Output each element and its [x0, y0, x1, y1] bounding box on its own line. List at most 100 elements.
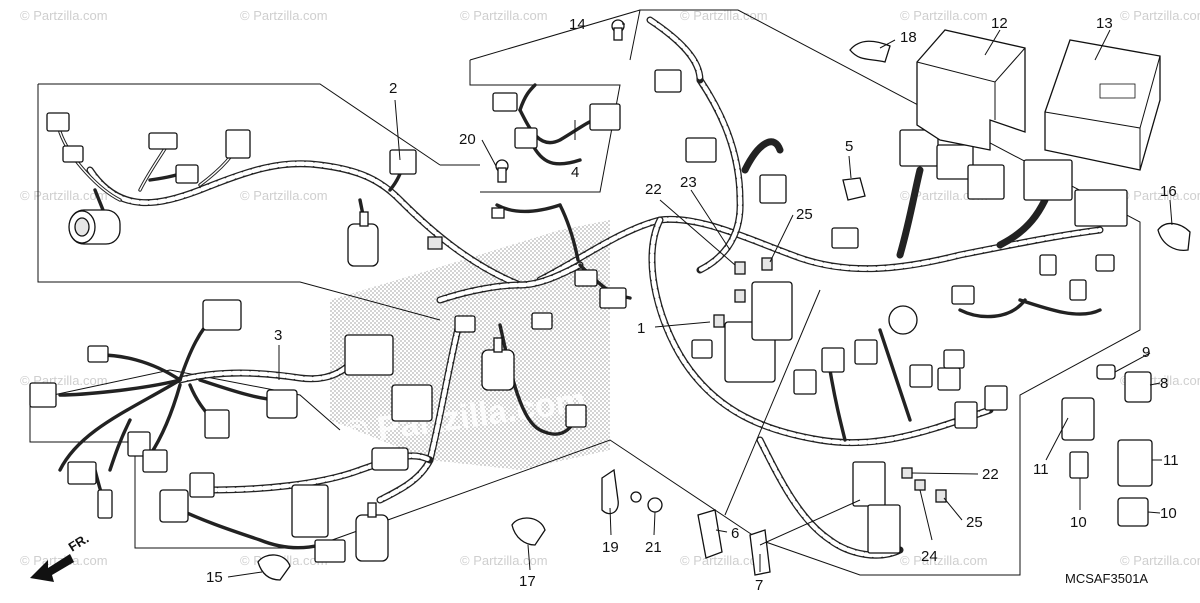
connector[interactable] — [954, 401, 978, 429]
connector[interactable] — [159, 489, 189, 523]
subharness-2[interactable] — [46, 112, 524, 289]
part-9[interactable] — [1096, 364, 1116, 380]
callout-8[interactable]: 8 — [1160, 375, 1168, 392]
callout-6[interactable]: 6 — [731, 525, 739, 542]
relay-10b[interactable] — [1117, 497, 1149, 527]
connector[interactable] — [951, 285, 975, 305]
connector[interactable] — [909, 364, 933, 388]
band-18[interactable] — [849, 40, 891, 63]
main-harness[interactable] — [536, 16, 1128, 559]
connector[interactable] — [175, 164, 199, 184]
condenser[interactable] — [481, 337, 515, 391]
callout-10[interactable]: 10 — [1160, 505, 1177, 522]
callout-15[interactable]: 15 — [206, 569, 223, 586]
connector[interactable] — [654, 69, 682, 93]
grommet-5[interactable] — [842, 177, 866, 201]
callout-9[interactable]: 9 — [1142, 344, 1150, 361]
connector[interactable] — [371, 447, 409, 471]
callout-25[interactable]: 25 — [966, 514, 983, 531]
connector[interactable] — [984, 385, 1008, 411]
connector[interactable] — [148, 132, 178, 150]
bolt-21[interactable] — [647, 497, 663, 513]
callout-12[interactable]: 12 — [991, 15, 1008, 32]
connector[interactable] — [225, 129, 251, 159]
connector[interactable] — [391, 384, 433, 422]
callout-4[interactable]: 4 — [571, 164, 579, 181]
sensor[interactable] — [888, 305, 918, 335]
connector[interactable] — [599, 287, 627, 309]
connector[interactable] — [793, 369, 817, 395]
center-harness[interactable] — [159, 203, 632, 563]
callout-3[interactable]: 3 — [274, 327, 282, 344]
fuse[interactable] — [734, 289, 746, 303]
connector[interactable] — [492, 92, 518, 112]
connector[interactable] — [97, 489, 113, 519]
connector[interactable] — [831, 227, 859, 249]
connector[interactable] — [202, 299, 242, 331]
callout-13[interactable]: 13 — [1096, 15, 1113, 32]
connector[interactable] — [852, 461, 886, 507]
connector[interactable] — [454, 315, 476, 333]
condenser[interactable] — [347, 211, 379, 267]
connector[interactable] — [565, 404, 587, 428]
connector[interactable] — [531, 312, 553, 330]
connector[interactable] — [589, 103, 621, 131]
fuse[interactable] — [761, 257, 773, 271]
callout-19[interactable]: 19 — [602, 539, 619, 556]
connector[interactable] — [389, 149, 417, 175]
callout-11[interactable]: 11 — [1163, 452, 1179, 469]
callout-22[interactable]: 22 — [982, 466, 999, 483]
connector[interactable] — [189, 472, 215, 498]
callout-23[interactable]: 23 — [680, 174, 697, 191]
condenser[interactable] — [355, 502, 389, 562]
connector[interactable] — [1095, 254, 1115, 272]
callout-2[interactable]: 2 — [389, 80, 397, 97]
callout-17[interactable]: 17 — [519, 573, 536, 590]
horn-socket[interactable] — [68, 209, 121, 245]
connector[interactable] — [936, 144, 974, 180]
callout-22[interactable]: 22 — [645, 181, 662, 198]
band-16[interactable] — [1157, 222, 1191, 251]
callout-11[interactable]: 11 — [1033, 461, 1049, 478]
connector[interactable] — [314, 539, 346, 563]
clip-19[interactable] — [601, 468, 619, 515]
fuse[interactable] — [734, 261, 746, 275]
callout-21[interactable]: 21 — [645, 539, 662, 556]
fuse-22[interactable] — [901, 467, 913, 479]
ecm-12[interactable] — [916, 29, 1026, 151]
connector[interactable] — [854, 339, 878, 365]
relay-8[interactable] — [1124, 371, 1152, 403]
loose-parts[interactable] — [257, 19, 1191, 581]
sheet-6[interactable] — [697, 509, 723, 559]
callout-18[interactable]: 18 — [900, 29, 917, 46]
callout-7[interactable]: 7 — [755, 577, 763, 594]
connector[interactable] — [87, 345, 109, 363]
connector[interactable] — [1074, 189, 1128, 227]
connector[interactable] — [142, 449, 168, 473]
connector[interactable] — [266, 389, 298, 419]
ignition-switch-connector[interactable] — [344, 334, 394, 376]
connector[interactable] — [514, 127, 538, 149]
subharness-4[interactable] — [492, 83, 621, 166]
connector[interactable] — [759, 174, 787, 204]
connector[interactable] — [967, 164, 1005, 200]
callout-25[interactable]: 25 — [796, 206, 813, 223]
band-17[interactable] — [511, 517, 546, 546]
callout-1[interactable]: 1 — [637, 320, 645, 337]
connector[interactable] — [291, 484, 329, 538]
connector[interactable] — [821, 347, 845, 373]
fuse-25[interactable] — [935, 489, 947, 503]
connector[interactable] — [62, 145, 84, 163]
connector[interactable] — [46, 112, 70, 132]
band-15[interactable] — [257, 554, 291, 581]
callout-14[interactable]: 14 — [569, 16, 586, 33]
callout-5[interactable]: 5 — [845, 138, 853, 155]
connector[interactable] — [1023, 159, 1073, 201]
relay-11a[interactable] — [1061, 397, 1095, 441]
connector[interactable] — [867, 504, 901, 554]
connector[interactable] — [29, 382, 57, 408]
relay-10a[interactable] — [1069, 451, 1089, 479]
connector[interactable] — [943, 349, 965, 369]
connector[interactable] — [204, 409, 230, 439]
callout-24[interactable]: 24 — [921, 548, 938, 565]
